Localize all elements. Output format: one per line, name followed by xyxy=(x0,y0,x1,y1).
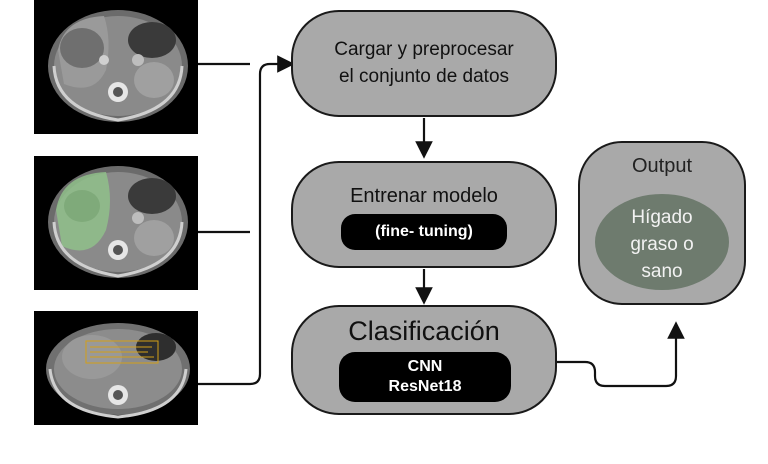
output-result-text: Hígado graso o sano xyxy=(630,207,694,282)
step-classify-title: Clasificación xyxy=(348,316,500,346)
ct-scan-image-1 xyxy=(34,0,198,134)
ct-scan-image-3 xyxy=(34,311,198,425)
output-node: Output Hígado graso o sano xyxy=(578,141,746,305)
output-result-circle: Hígado graso o sano xyxy=(595,194,729,290)
model-tag: CNN ResNet18 xyxy=(339,352,511,402)
step-train-model: Entrenar modelo (fine- tuning) xyxy=(291,161,557,268)
fine-tuning-tag: (fine- tuning) xyxy=(341,214,507,250)
ct-scan-image-2 xyxy=(34,156,198,290)
model-tag-line-1: CNN xyxy=(407,358,443,375)
step-load-data: Cargar y preprocesar el conjunto de dato… xyxy=(291,10,557,117)
connector-bus xyxy=(249,55,295,386)
output-title: Output xyxy=(631,155,693,177)
model-tag-line-2: ResNet18 xyxy=(388,378,462,395)
arrow-classify-to-output xyxy=(557,321,685,388)
step-classification: Clasificación CNN ResNet18 xyxy=(291,305,557,415)
step-train-title: Entrenar modelo xyxy=(350,185,498,207)
step-load-title: Cargar y preprocesar el conjunto de dato… xyxy=(334,39,514,87)
